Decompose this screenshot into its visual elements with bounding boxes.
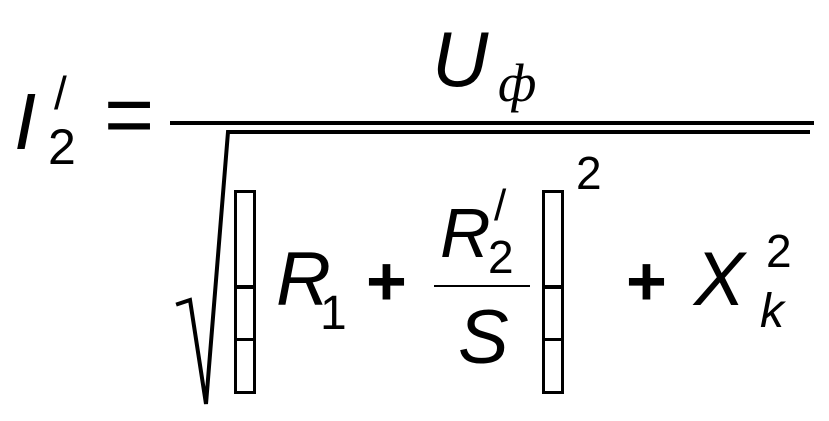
left-bracket-divider [234,338,256,341]
r1-subscript: 1 [320,287,347,340]
equals-sign: = [104,67,155,163]
inner-numerator-prime: / [494,181,507,230]
xk-subscript: k [760,285,784,338]
lhs-prime: / [54,67,67,119]
inner-fraction-bar [434,285,530,287]
bracket-exponent: 2 [576,147,602,199]
lhs-symbol: I [14,77,37,166]
xk-superscript: 2 [766,225,792,277]
inner-denominator: S [458,295,509,380]
main-fraction-bar [170,121,814,125]
right-bracket-top [542,190,564,288]
r1-symbol: R [276,237,331,322]
lhs-subscript: 2 [48,119,76,175]
inner-numerator-subscript: 2 [488,231,514,283]
right-bracket-divider [542,338,564,341]
numerator-symbol: U [432,15,489,103]
numerator-subscript: ф [498,53,537,113]
left-bracket-top [234,190,256,288]
inner-numerator-symbol: R [440,194,491,272]
plus-sign-2: + [626,242,667,320]
xk-symbol: X [694,237,745,322]
plus-sign-1: + [366,242,407,320]
